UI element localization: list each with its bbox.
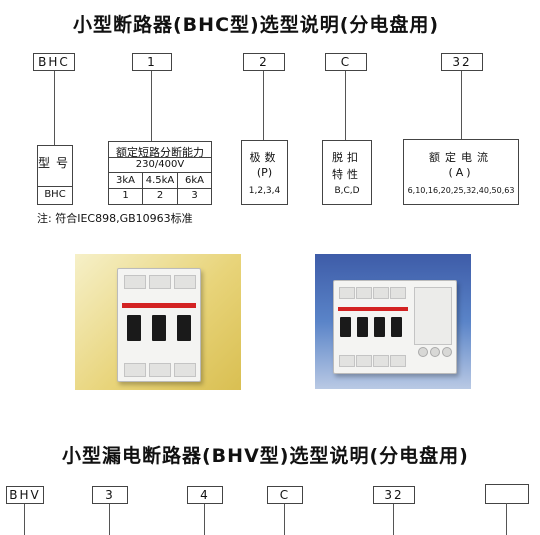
breaker-rcd — [333, 280, 457, 374]
bhv-code-poles: 4 — [187, 486, 223, 504]
poles-label: 极数 — [249, 151, 280, 164]
connector-line — [506, 503, 507, 535]
poles-unit: (P) — [256, 166, 273, 179]
capacity-cell: 4.5kA — [145, 175, 175, 186]
connector-line — [204, 504, 205, 535]
connector-line — [24, 504, 25, 535]
model-box: 型号 BHC — [37, 145, 73, 205]
connector-line — [284, 504, 285, 535]
capacity-cell: 3kA — [116, 175, 135, 186]
poles-box: 极数 (P) 1,2,3,4 — [241, 140, 288, 205]
capacity-code-cell: 3 — [191, 190, 198, 201]
capacity-code-cell: 2 — [156, 190, 164, 201]
bhv-code-extra — [485, 484, 529, 504]
breaking-voltage: 230/400V — [135, 159, 185, 170]
model-value: BHC — [44, 189, 66, 200]
bhc-title: 小型断路器(BHC型)选型说明(分电盘用) — [73, 14, 440, 36]
bhc-code-poles: 2 — [243, 53, 285, 71]
bhc-code-current: 32 — [441, 53, 483, 71]
capacity-code-cell: 1 — [122, 190, 129, 201]
bhv-code-current: 32 — [373, 486, 415, 504]
connector-line — [54, 71, 55, 145]
connector-line — [151, 71, 152, 141]
current-values: 6,10,16,20,25,32,40,50,63 — [407, 186, 515, 195]
bhc-code-model: BHC — [33, 53, 75, 71]
standard-note: 注: 符合IEC898,GB10963标准 — [37, 212, 193, 225]
bhc-code-breaking: 1 — [132, 53, 172, 71]
breaker-3pole — [117, 268, 201, 382]
model-header: 型号 — [38, 156, 75, 170]
current-label: 额定电流 — [429, 151, 493, 164]
trip-label-2: 特性 — [332, 168, 362, 181]
capacity-cell: 6kA — [185, 175, 204, 186]
connector-line — [345, 71, 346, 140]
bhv-code-model: BHV — [6, 486, 44, 504]
bhc-breaker-photo — [75, 254, 241, 390]
connector-line — [393, 504, 394, 535]
connector-line — [263, 71, 264, 140]
bhc-code-trip: C — [325, 53, 367, 71]
trip-box: 脱扣 特性 B,C,D — [322, 140, 372, 205]
trip-label: 脱扣 — [332, 151, 362, 164]
bhv-breaker-photo — [315, 254, 471, 389]
bhv-title: 小型漏电断路器(BHV型)选型说明(分电盘用) — [62, 445, 469, 467]
current-unit: (A) — [448, 166, 474, 179]
bhv-code-trip: C — [267, 486, 303, 504]
connector-line — [461, 71, 462, 139]
trip-values: B,C,D — [334, 186, 360, 196]
breaking-header: 额定短路分断能力 — [116, 146, 204, 159]
current-box: 额定电流 (A) 6,10,16,20,25,32,40,50,63 — [403, 139, 519, 205]
breaking-capacity-box: 额定短路分断能力 230/400V 3kA 4.5kA 6kA 1 2 3 — [108, 141, 212, 205]
connector-line — [109, 504, 110, 535]
poles-values: 1,2,3,4 — [248, 186, 281, 196]
bhv-code-breaking: 3 — [92, 486, 128, 504]
